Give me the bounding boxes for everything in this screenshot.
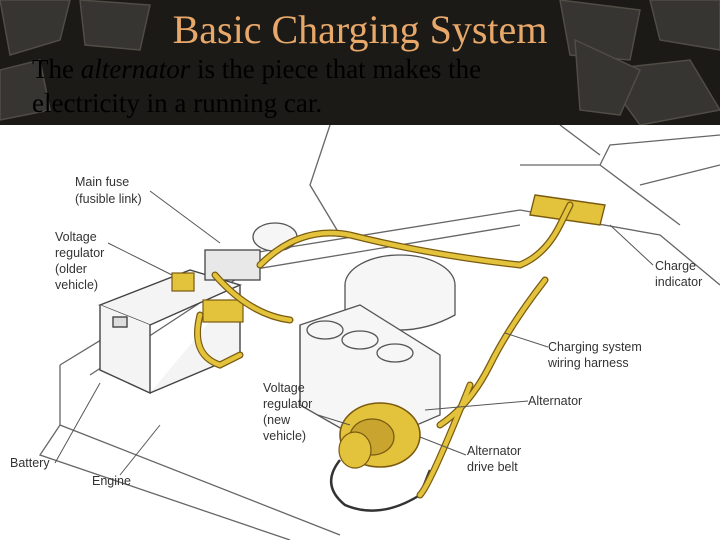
label-battery: Battery <box>10 456 50 470</box>
subtitle-text-end: is the piece that makes the electricity … <box>32 54 482 118</box>
subtitle-emphasis: alternator <box>80 54 191 84</box>
label-voltage-reg-new-4: vehicle) <box>263 429 306 443</box>
label-harness-2: wiring harness <box>547 356 629 370</box>
label-voltage-reg-old-1: Voltage <box>55 230 97 244</box>
label-alternator: Alternator <box>528 394 582 408</box>
label-drive-belt-2: drive belt <box>467 460 518 474</box>
label-main-fuse-1: Main fuse <box>75 175 129 189</box>
label-voltage-reg-new-3: (new <box>263 413 291 427</box>
alternator <box>338 402 421 469</box>
alternator-drive-belt <box>330 459 432 512</box>
label-charge-indicator-2: indicator <box>655 275 702 289</box>
charging-system-diagram: Main fuse (fusible link) Voltage regulat… <box>0 125 720 540</box>
subtitle-text-start: The <box>32 54 81 84</box>
slide-subtitle: The alternator is the piece that makes t… <box>32 52 592 120</box>
label-voltage-reg-new-1: Voltage <box>263 381 305 395</box>
label-voltage-reg-old-4: vehicle) <box>55 278 98 292</box>
label-voltage-reg-old-3: (older <box>55 262 87 276</box>
label-drive-belt-1: Alternator <box>467 444 521 458</box>
label-voltage-reg-new-2: regulator <box>263 397 312 411</box>
label-engine: Engine <box>92 474 131 488</box>
label-main-fuse-2: (fusible link) <box>75 192 142 206</box>
slide-title: Basic Charging System <box>172 7 548 52</box>
label-harness-1: Charging system <box>548 340 642 354</box>
leader-lines <box>54 190 654 476</box>
label-voltage-reg-old-2: regulator <box>55 246 104 260</box>
label-charge-indicator-1: Charge <box>655 259 696 273</box>
